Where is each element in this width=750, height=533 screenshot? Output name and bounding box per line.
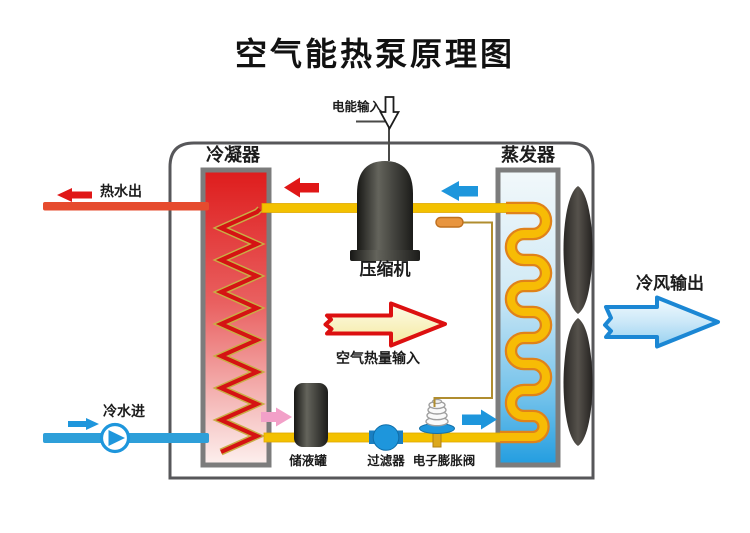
electric-input-arrow [378, 96, 401, 131]
evaporator-coil [500, 201, 553, 444]
compressor [350, 161, 420, 261]
hot-water-arrow [57, 188, 92, 202]
hot-water-pipe [43, 202, 209, 211]
filter [369, 424, 403, 451]
cold-water-arrow [68, 418, 99, 430]
unit-cabinet-outline [168, 141, 595, 480]
sensor-bulb [435, 216, 464, 228]
suction-flow-arrow [441, 181, 478, 201]
liquid-flow-arrow [261, 407, 292, 427]
expansion-valve [419, 398, 455, 448]
cold-air-arrow [603, 295, 720, 349]
condenser-coil [215, 207, 263, 454]
receiver-tank [294, 383, 328, 447]
air-heat-arrow [323, 301, 447, 348]
discharge-flow-arrow [284, 177, 319, 198]
water-pump [99, 422, 131, 454]
evaporator-inlet-arrow [462, 409, 497, 430]
diagram-title: 空气能热泵原理图 [234, 35, 515, 73]
capillary-line [433, 221, 493, 407]
condenser-box [200, 167, 272, 468]
fan-blades [563, 186, 593, 446]
